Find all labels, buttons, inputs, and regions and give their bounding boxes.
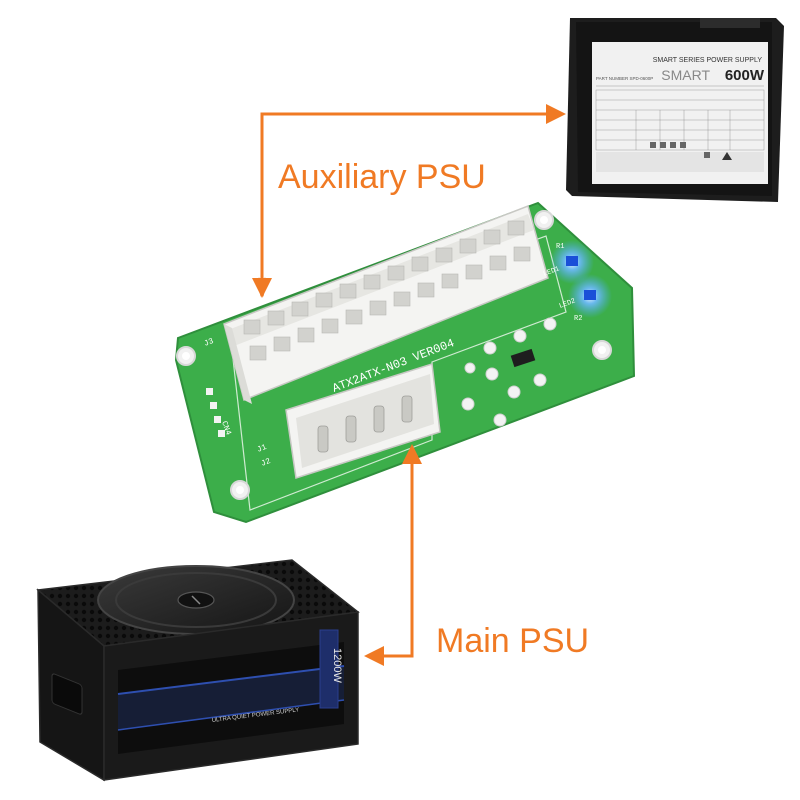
ref-j2: J2 [260, 457, 272, 469]
auxiliary-psu-label: Auxiliary PSU [278, 158, 486, 196]
ref-r1: R1 [556, 243, 564, 251]
aux-psu-series: SMART SERIES POWER SUPPLY [653, 57, 763, 64]
aux-psu-label-sticker: SMART SERIES POWER SUPPLY PART NUMBER SP… [592, 42, 768, 184]
main-psu: 1200W ULTRA QUIET POWER SUPPLY [36, 559, 360, 782]
aux-psu-spec-table [595, 89, 765, 151]
aux-psu-wattage: 600W [725, 67, 765, 84]
main-psu-wattage: 1200W [331, 648, 343, 683]
ref-j1: J1 [256, 443, 268, 455]
arrow-from-main-psu [370, 462, 414, 658]
arrow-head-left-to-main [364, 646, 384, 666]
arrow-head-up-to-board [402, 444, 422, 464]
status-leds [550, 240, 612, 318]
aux-psu-model-prefix: SMART [661, 67, 710, 83]
aux-psu-cert-icons [650, 142, 732, 160]
molex-4-pin-connector [285, 363, 441, 479]
power-socket [51, 673, 83, 715]
ref-r2: R2 [574, 315, 582, 323]
aux-psu-part-number: PART NUMBER SPD-0600P [596, 76, 653, 81]
relay-pads [461, 317, 557, 427]
adapter-board: ATX2ATX-N03 VER004 J3 J1 J2 CN4 R1 R2 LE… [174, 201, 636, 524]
arrow-head-down-to-board [252, 278, 272, 298]
transistor-chip [510, 348, 536, 368]
auxiliary-psu: SMART SERIES POWER SUPPLY PART NUMBER SP… [566, 18, 784, 202]
atx-24-pin-connector [223, 205, 549, 404]
cn4-pads [206, 388, 225, 437]
main-psu-fan [97, 565, 295, 635]
mounting-holes [176, 210, 612, 500]
arrow-head-right-to-aux [546, 104, 566, 124]
main-psu-label: Main PSU [436, 622, 590, 660]
ref-j3: J3 [203, 337, 215, 349]
